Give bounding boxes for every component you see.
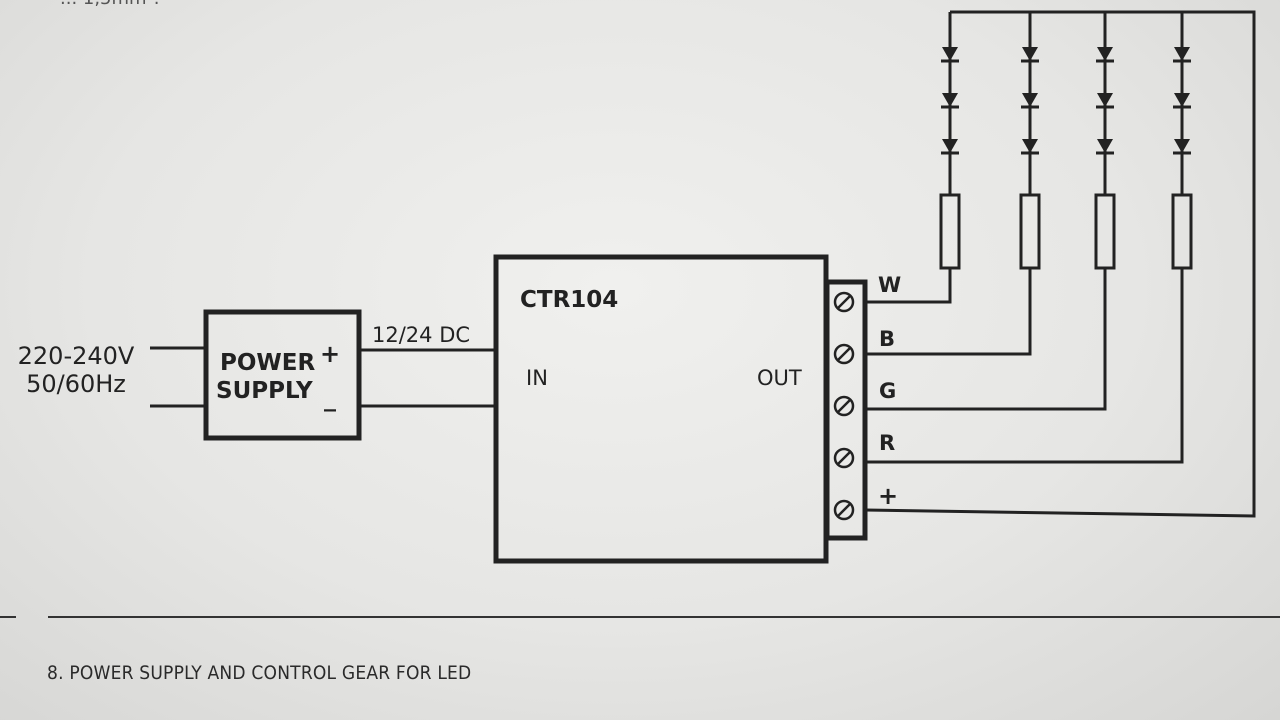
dc-voltage-label: 12/24 DC <box>372 323 470 347</box>
led-channel-w <box>865 12 961 304</box>
led-r-1 <box>1171 45 1193 63</box>
led-w-1 <box>939 45 961 63</box>
terminal-label-plus: + <box>878 482 898 510</box>
terminal-screw-g <box>833 395 855 417</box>
led-b-1 <box>1019 45 1041 63</box>
resistor-b <box>1019 193 1041 270</box>
footer-rule <box>48 616 1280 618</box>
figure-caption: 8. POWER SUPPLY AND CONTROL GEAR FOR LED <box>47 662 472 684</box>
resistor-g <box>1094 193 1116 270</box>
power-supply-label-line1: POWER <box>220 350 315 376</box>
power-supply-label-line2: SUPPLY <box>216 378 313 404</box>
led-w-2 <box>939 91 961 109</box>
resistor-w <box>939 193 961 270</box>
footer-rule-left <box>0 616 16 618</box>
led-r-2 <box>1171 91 1193 109</box>
mains-voltage-label: 220-240V <box>18 342 135 370</box>
terminal-screw-r <box>833 447 855 469</box>
terminal-label-w: W <box>878 273 901 297</box>
terminal-screw-w <box>833 291 855 313</box>
controller-out-label: OUT <box>757 366 802 390</box>
controller-name: CTR104 <box>520 287 618 313</box>
led-g-1 <box>1094 45 1116 63</box>
led-g-2 <box>1094 91 1116 109</box>
minus-symbol: _ <box>324 384 336 412</box>
plus-symbol: + <box>320 340 340 368</box>
terminal-screw-plus <box>833 499 855 521</box>
terminal-screw-b <box>833 343 855 365</box>
led-channel-g <box>865 12 1116 411</box>
led-channel-r <box>865 12 1193 464</box>
terminal-label-g: G <box>879 379 896 403</box>
terminal-block <box>824 279 868 541</box>
led-w-3 <box>939 137 961 155</box>
led-channel-b <box>865 12 1041 356</box>
led-r-3 <box>1171 137 1193 155</box>
led-b-2 <box>1019 91 1041 109</box>
led-g-3 <box>1094 137 1116 155</box>
power-supply-box <box>203 309 362 441</box>
resistor-r <box>1171 193 1193 270</box>
terminal-label-b: B <box>879 327 895 351</box>
mains-frequency-label: 50/60Hz <box>26 370 126 398</box>
controller-in-label: IN <box>526 366 548 390</box>
top-text-fragment: ... 1,5mm². <box>60 0 160 9</box>
led-b-3 <box>1019 137 1041 155</box>
common-positive-rail <box>864 10 1256 518</box>
terminal-label-r: R <box>879 431 895 455</box>
